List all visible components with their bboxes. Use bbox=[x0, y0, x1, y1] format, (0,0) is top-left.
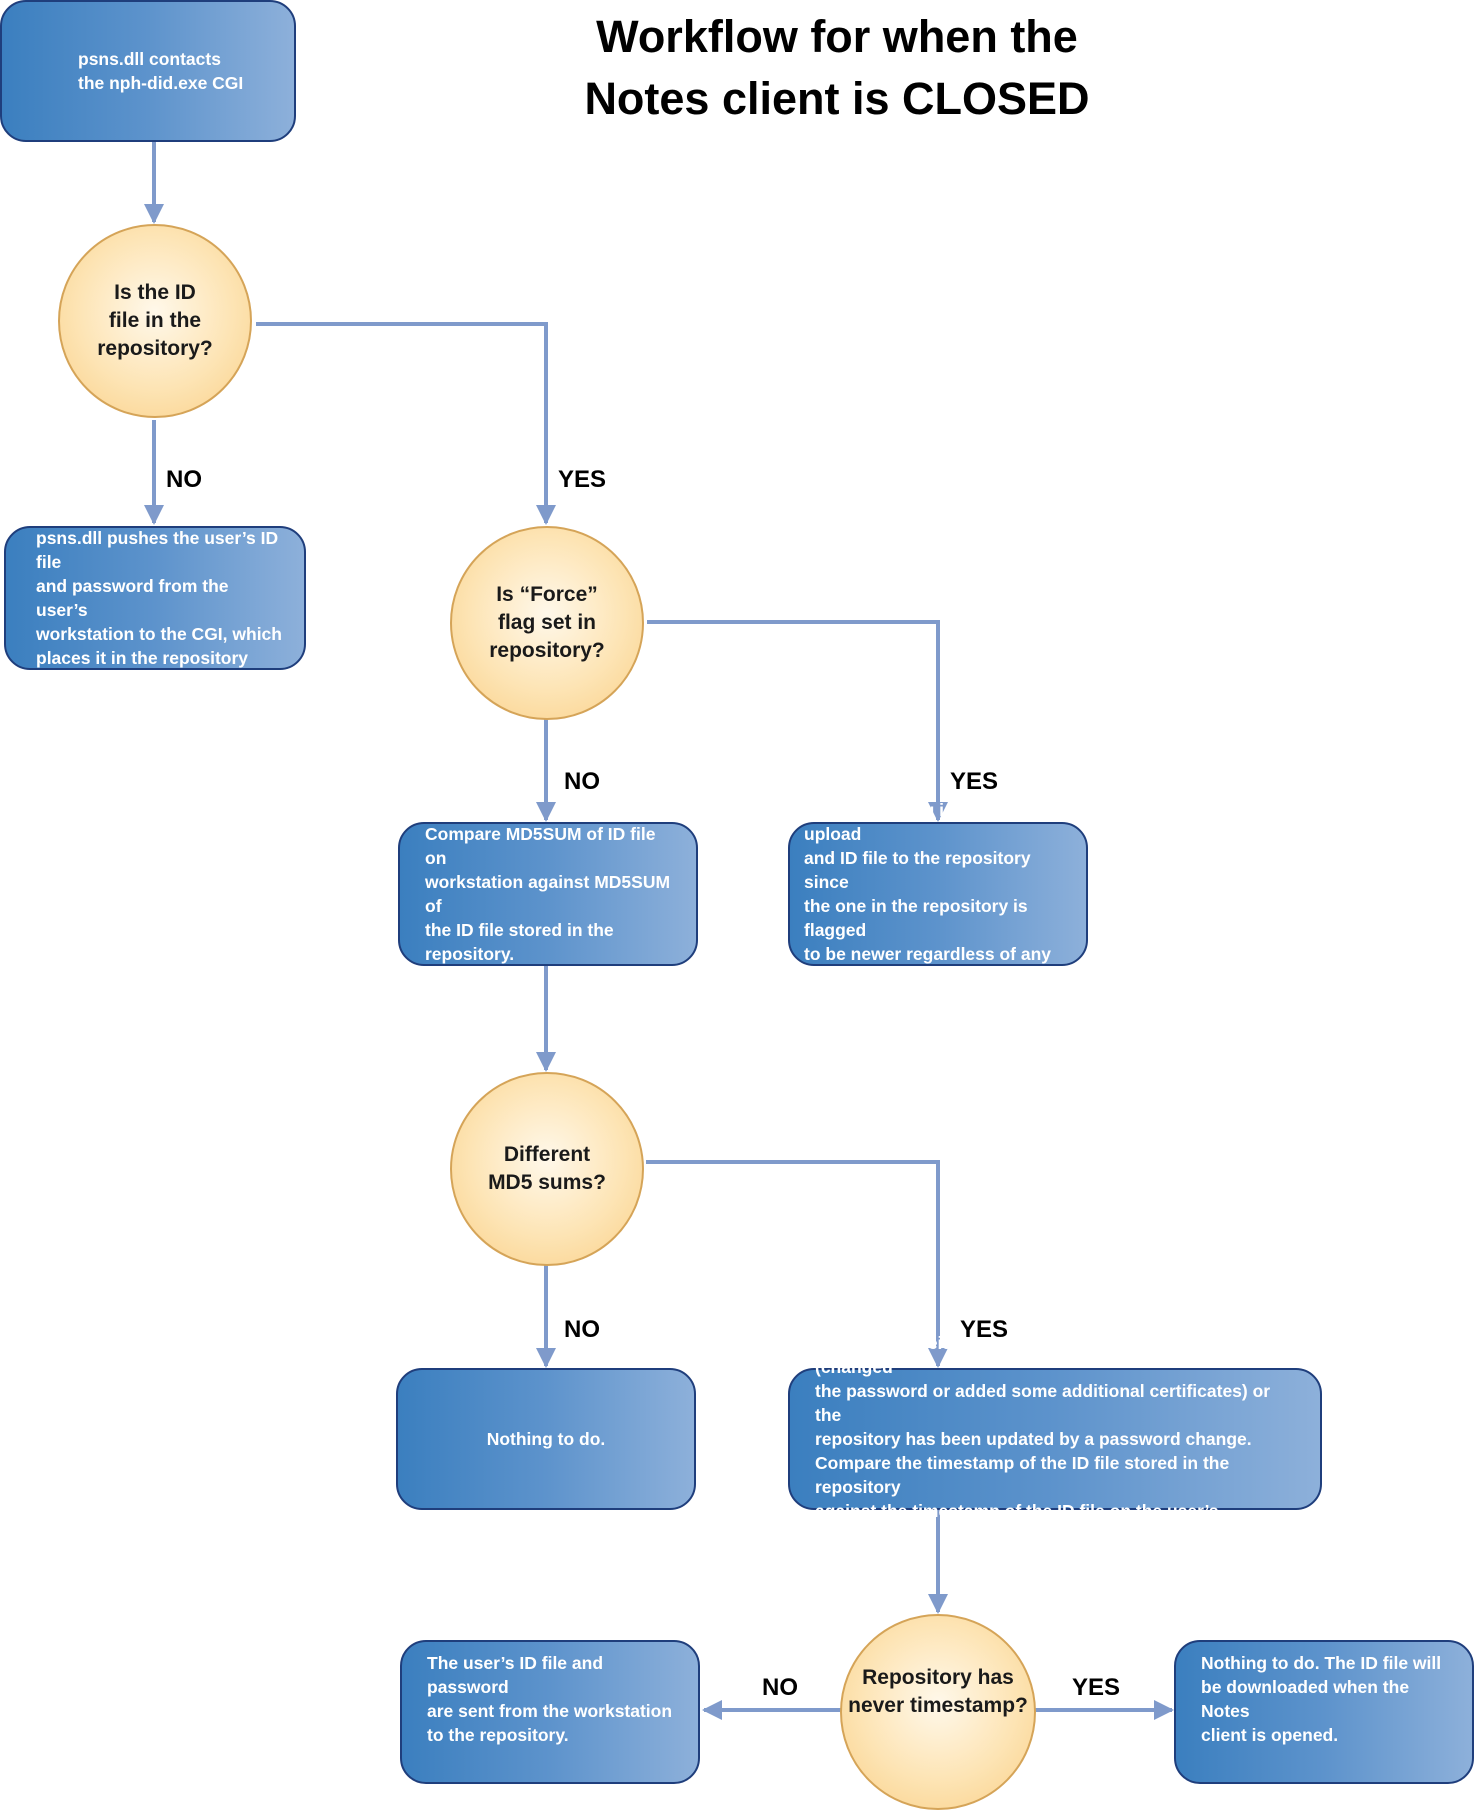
force-set-node: If the Force flag is set, don’t upload a… bbox=[788, 800, 1088, 988]
force-set-node-text: If the Force flag is set, don’t upload a… bbox=[804, 800, 1052, 988]
compare-md5-node-text: Compare MD5SUM of ID file on workstation… bbox=[425, 824, 671, 964]
connector-q3-yes bbox=[646, 1160, 948, 1368]
diagram-title: Workflow for when the Notes client is CL… bbox=[584, 11, 1090, 124]
nothing-to-do-node-1-text: Nothing to do. bbox=[486, 1429, 606, 1449]
label-no-4: NO bbox=[762, 1674, 798, 1701]
connector-q1-yes bbox=[256, 322, 556, 525]
nothing-to-do-node-1: Nothing to do. bbox=[396, 1368, 696, 1510]
push-id-node: psns.dll pushes the user’s ID file and p… bbox=[4, 526, 306, 670]
push-id-node-text: psns.dll pushes the user’s ID file and p… bbox=[36, 528, 282, 668]
start-node-text: psns.dll contacts the nph-did.exe CGI bbox=[78, 49, 244, 93]
compare-md5-node: Compare MD5SUM of ID file on workstation… bbox=[398, 822, 698, 966]
label-yes-4: YES bbox=[1072, 1674, 1121, 1701]
decision-id-in-repository: Is the ID file in the repository? bbox=[58, 224, 252, 418]
label-no-2: NO bbox=[564, 768, 600, 795]
start-node: psns.dll contacts the nph-did.exe CGI bbox=[0, 0, 296, 142]
nothing-to-do-node-2: Nothing to do. The ID file will be downl… bbox=[1174, 1640, 1474, 1784]
decision-id-in-repository-text: Is the ID file in the repository? bbox=[97, 281, 213, 360]
user-changed-node-text: The user has either made a chnage to the… bbox=[815, 1333, 1271, 1545]
decision-different-md5-text: Different MD5 sums? bbox=[488, 1143, 606, 1194]
label-no-1: NO bbox=[166, 466, 202, 493]
decision-force-flag: Is “Force” flag set in repository? bbox=[450, 526, 644, 720]
send-to-repository-node-text: The user’s ID file and password are sent… bbox=[427, 1653, 673, 1745]
connector-q2-yes bbox=[647, 620, 948, 822]
nothing-to-do-node-2-text: Nothing to do. The ID file will be downl… bbox=[1201, 1653, 1442, 1745]
decision-force-flag-text: Is “Force” flag set in repository? bbox=[489, 583, 605, 662]
label-yes-2: YES bbox=[950, 768, 999, 795]
decision-newer-timestamp: Repository has never timestamp? bbox=[840, 1614, 1036, 1810]
label-no-3: NO bbox=[564, 1316, 600, 1343]
label-yes-1: YES bbox=[558, 466, 607, 493]
label-yes-3: YES bbox=[960, 1316, 1009, 1343]
user-changed-node: The user has either made a chnage to the… bbox=[788, 1333, 1322, 1545]
send-to-repository-node: The user’s ID file and password are sent… bbox=[400, 1640, 700, 1784]
decision-different-md5: Different MD5 sums? bbox=[450, 1072, 644, 1266]
decision-newer-timestamp-text: Repository has never timestamp? bbox=[848, 1666, 1028, 1717]
